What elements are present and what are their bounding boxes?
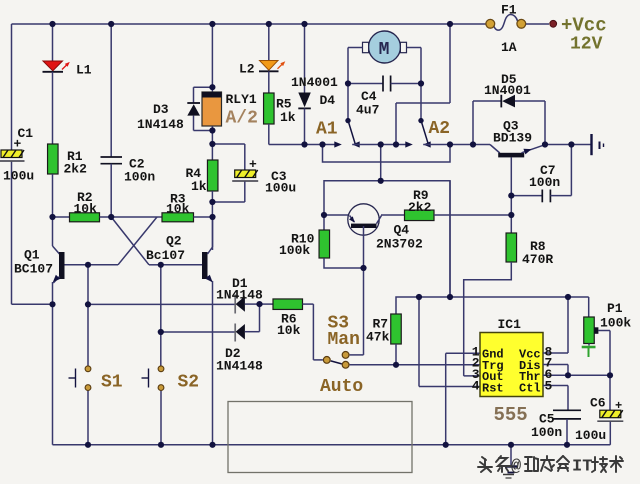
svg-text:R8: R8 [530, 239, 546, 254]
svg-text:S3: S3 [328, 314, 350, 334]
svg-text:BC107: BC107 [14, 262, 53, 277]
svg-text:C5: C5 [539, 412, 555, 427]
svg-text:Gnd: Gnd [482, 348, 504, 362]
svg-text:1k: 1k [280, 110, 296, 125]
svg-text:100n: 100n [124, 170, 155, 185]
svg-text:1N4148: 1N4148 [137, 117, 184, 132]
svg-text:100k: 100k [279, 243, 310, 258]
svg-text:100n: 100n [529, 175, 560, 190]
svg-text:D2: D2 [225, 346, 241, 361]
svg-text:4u7: 4u7 [356, 103, 379, 118]
svg-text:Dis: Dis [519, 359, 541, 373]
svg-text:Vcc: Vcc [519, 348, 541, 362]
svg-text:BD139: BD139 [493, 131, 532, 146]
svg-text:Trg: Trg [482, 359, 504, 373]
svg-text:C2: C2 [129, 157, 145, 172]
svg-text:10k: 10k [277, 323, 301, 338]
svg-text:Q2: Q2 [166, 234, 182, 249]
svg-text:Q1: Q1 [24, 248, 40, 263]
svg-text:C6: C6 [590, 396, 606, 411]
svg-text:100u: 100u [3, 169, 34, 184]
svg-text:S2: S2 [178, 373, 200, 393]
svg-text:Thr: Thr [519, 370, 541, 384]
svg-text:47k: 47k [366, 330, 390, 345]
svg-text:1: 1 [472, 344, 480, 359]
svg-text:5: 5 [545, 378, 553, 393]
svg-text:C1: C1 [18, 126, 34, 141]
svg-text:R2: R2 [77, 190, 93, 205]
svg-text:Q3: Q3 [503, 119, 519, 134]
svg-text:470R: 470R [522, 252, 553, 267]
svg-text:Q4: Q4 [394, 223, 410, 238]
svg-text:+: + [14, 137, 22, 152]
svg-text:1k: 1k [191, 179, 207, 194]
svg-text:R4: R4 [186, 166, 202, 181]
svg-text:Out: Out [482, 370, 504, 384]
svg-text:A/2: A/2 [226, 109, 258, 129]
svg-text:IC1: IC1 [498, 317, 522, 332]
svg-text:@: @ [511, 458, 521, 477]
svg-text:L1: L1 [76, 63, 92, 78]
svg-text:Ctl: Ctl [519, 381, 541, 395]
svg-text:Auto: Auto [320, 377, 363, 397]
svg-text:A2: A2 [429, 119, 451, 139]
svg-text:1N4001: 1N4001 [484, 83, 531, 98]
svg-text:D5: D5 [501, 72, 517, 87]
svg-text:10k: 10k [166, 202, 190, 217]
svg-text:L2: L2 [239, 62, 255, 77]
svg-text:P1: P1 [607, 301, 623, 316]
svg-text:Bc107: Bc107 [146, 248, 185, 263]
svg-text:1N4148: 1N4148 [216, 359, 263, 374]
svg-text:2k2: 2k2 [64, 162, 88, 177]
svg-text:C4: C4 [361, 89, 377, 104]
svg-text:10k: 10k [74, 202, 98, 217]
svg-text:R7: R7 [373, 317, 389, 332]
svg-text:M: M [379, 40, 390, 60]
svg-text:F1: F1 [501, 3, 517, 18]
svg-text:100u: 100u [265, 181, 296, 196]
svg-text:R10: R10 [291, 232, 315, 247]
svg-text:1A: 1A [501, 40, 517, 55]
svg-text:R3: R3 [170, 192, 186, 207]
svg-text:555: 555 [494, 404, 528, 426]
svg-text:D3: D3 [153, 102, 169, 117]
svg-text:1N4148: 1N4148 [216, 288, 263, 303]
svg-text:7: 7 [545, 356, 553, 371]
svg-text:C3: C3 [271, 169, 287, 184]
svg-text:C7: C7 [540, 163, 556, 178]
svg-text:A1: A1 [316, 120, 338, 140]
svg-text:+: + [249, 157, 257, 172]
svg-text:RLY1: RLY1 [226, 92, 257, 107]
svg-text:D1: D1 [232, 276, 248, 291]
svg-text:IT: IT [572, 458, 592, 477]
svg-text:1N4001: 1N4001 [291, 75, 338, 90]
svg-text:4: 4 [472, 378, 480, 393]
svg-text:D4: D4 [320, 93, 336, 108]
svg-text:2: 2 [472, 356, 480, 371]
svg-text:R9: R9 [413, 188, 429, 203]
svg-text:8: 8 [545, 344, 553, 359]
svg-text:R5: R5 [276, 97, 292, 112]
svg-text:100k: 100k [600, 316, 631, 331]
svg-text:+Vcc: +Vcc [561, 15, 607, 37]
svg-text:R6: R6 [281, 312, 297, 327]
svg-text:2k2: 2k2 [408, 200, 432, 215]
svg-text:2N3702: 2N3702 [376, 237, 423, 252]
svg-text:6: 6 [545, 367, 553, 382]
svg-text:12V: 12V [570, 35, 603, 55]
svg-text:S1: S1 [101, 373, 123, 393]
svg-text:R1: R1 [67, 149, 83, 164]
svg-text:Man: Man [328, 330, 360, 350]
svg-text:Rst: Rst [482, 381, 504, 395]
svg-text:3: 3 [472, 367, 480, 382]
svg-text:100n: 100n [531, 425, 562, 440]
svg-text:100u: 100u [575, 428, 606, 443]
svg-text:+: + [615, 399, 622, 413]
